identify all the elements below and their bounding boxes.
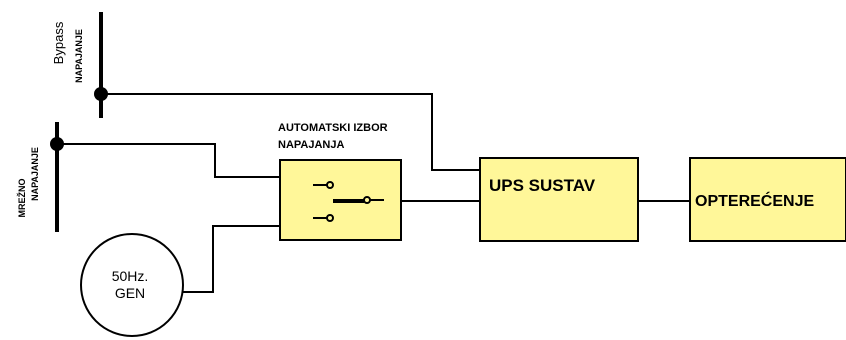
ups-label: UPS SUSTAV — [489, 176, 596, 195]
bypass-name-label: Bypass — [51, 21, 66, 64]
bypass-sub-label: NAPAJANJE — [74, 29, 84, 83]
ats-title-line2: NAPAJANJA — [278, 139, 344, 151]
generator-line — [183, 225, 280, 293]
load-label: OPTEREĆENJE — [695, 191, 814, 210]
ups-box — [479, 157, 639, 242]
mains-sub-label: NAPAJANJE — [30, 147, 40, 201]
generator-circle — [80, 233, 184, 337]
mains-line — [57, 143, 280, 178]
mains-name-label: MREŽNO — [16, 179, 27, 218]
bypass-line — [101, 93, 480, 171]
switch-symbol — [313, 181, 384, 222]
load-box — [689, 157, 846, 242]
generator-label-line1: 50Hz. — [112, 268, 149, 284]
ats-title-line1: AUTOMATSKI IZBOR — [278, 122, 388, 134]
generator-label-line2: GEN — [115, 285, 145, 301]
